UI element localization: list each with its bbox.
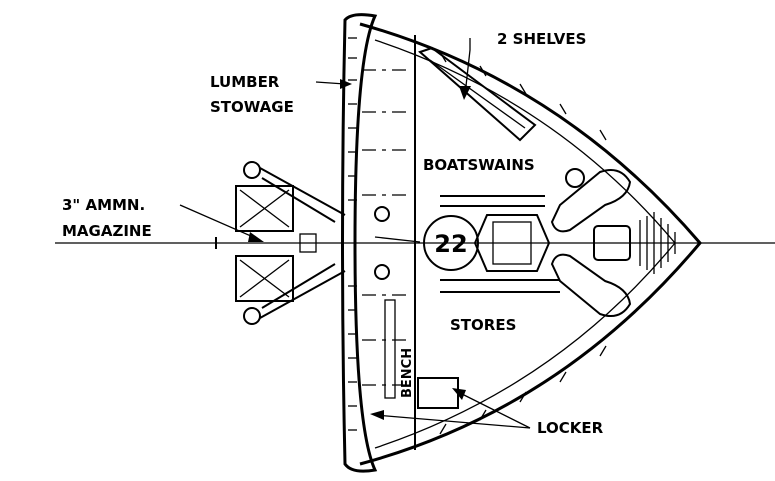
shelves-symbol	[418, 46, 537, 142]
label-stores: STORES	[450, 316, 516, 334]
bow-grating	[639, 212, 676, 274]
label-locker: LOCKER	[537, 419, 604, 437]
scuttle-lower	[374, 264, 390, 280]
label-bench: BENCH	[400, 348, 415, 398]
label-stowage: STOWAGE	[210, 98, 294, 116]
bulkhead	[362, 35, 416, 450]
frame-ticks	[348, 37, 607, 435]
chain-pipes	[550, 168, 632, 317]
locker-symbol	[417, 377, 459, 409]
label-3-ammn: 3" AMMN.	[62, 196, 145, 214]
compartment-number-circle	[423, 215, 479, 271]
label-magazine: MAGAZINE	[62, 222, 152, 240]
compartment-number: 22	[434, 230, 467, 258]
label-lumber: LUMBER	[210, 73, 280, 91]
hatch	[473, 214, 551, 272]
stores-racks	[440, 195, 560, 293]
scuttle-upper	[374, 206, 390, 222]
label-boatswains: BOATSWAINS	[423, 156, 535, 174]
bench-symbol	[384, 299, 396, 399]
magazine-structure	[215, 161, 346, 325]
label-2-shelves: 2 SHELVES	[497, 30, 586, 48]
